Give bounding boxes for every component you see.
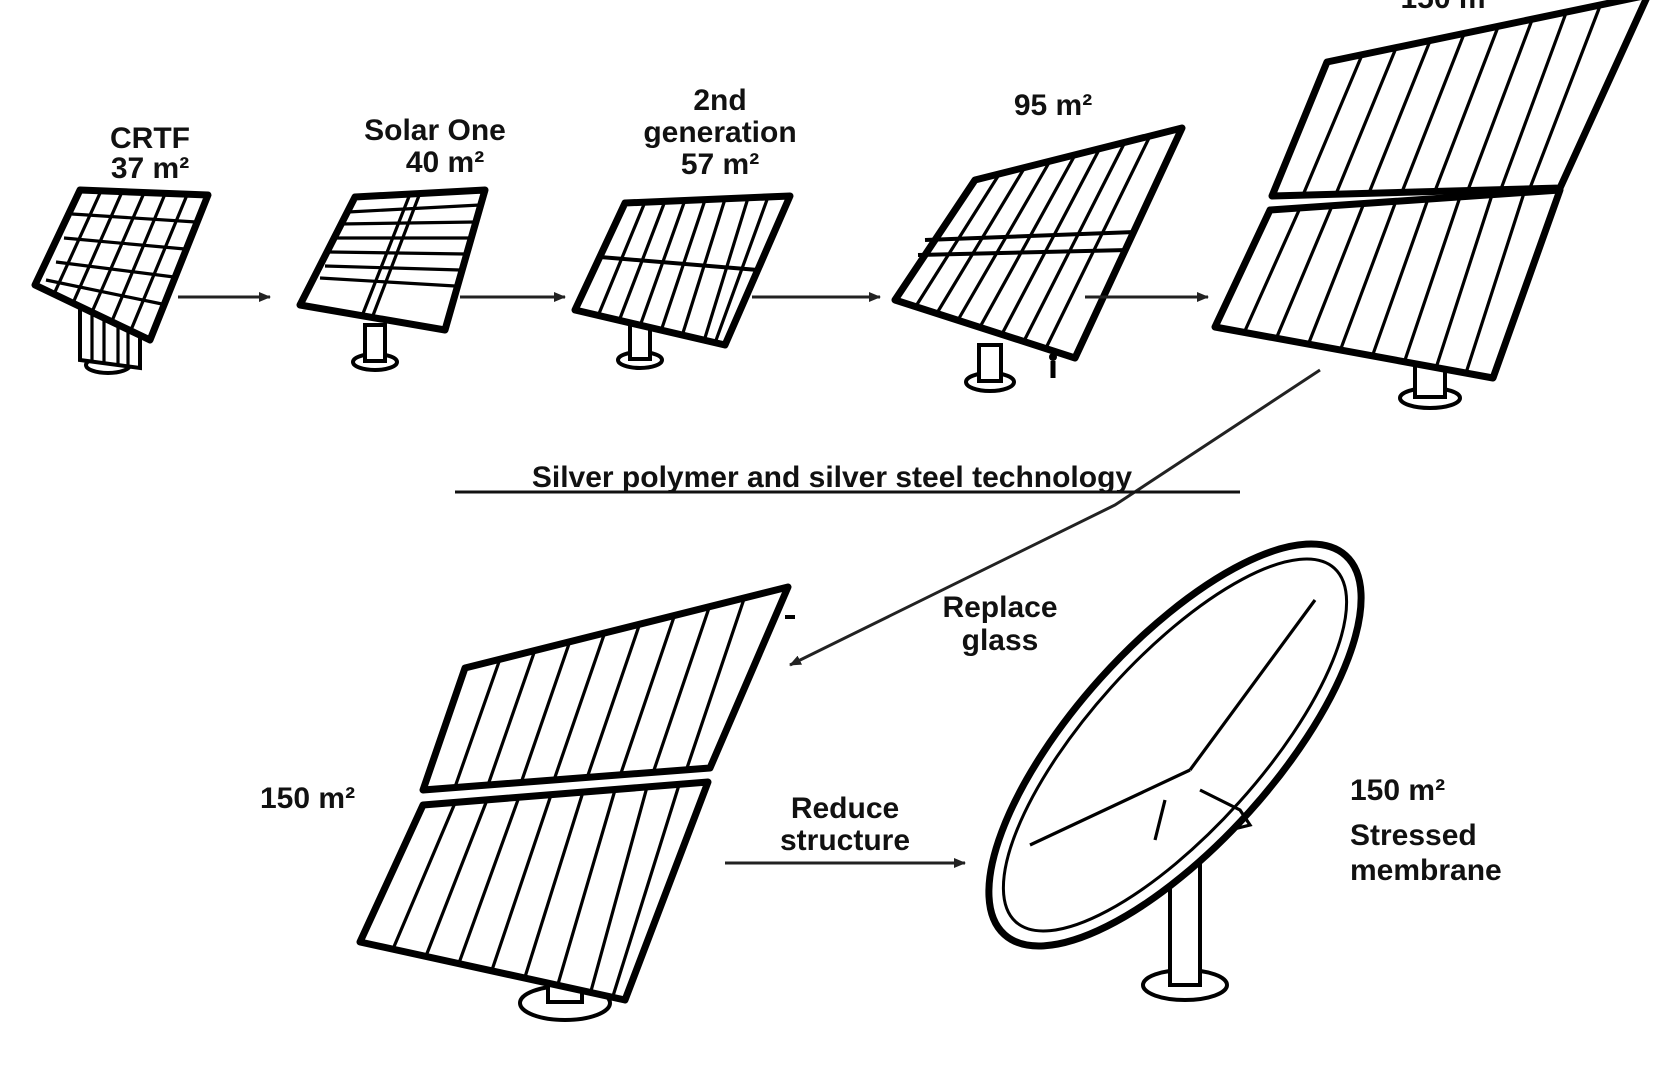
solar-one-name-label: Solar One <box>364 114 506 147</box>
second-generation-heliostat <box>571 192 794 370</box>
second-gen-area-label: 57 m² <box>681 148 759 181</box>
membrane-area-label: 150 m² <box>1350 774 1445 807</box>
solar-one-area-label: 40 m² <box>406 146 484 179</box>
technology-caption: Silver polymer and silver steel technolo… <box>532 461 1133 494</box>
person-scale-icon <box>1049 353 1057 378</box>
membrane-line2-label: membrane <box>1350 854 1502 887</box>
stressed-membrane-heliostat <box>985 540 1365 1002</box>
reduce-structure-line1-label: Reduce <box>791 792 899 825</box>
solar-one-heliostat <box>296 186 489 372</box>
replace-glass-line1-label: Replace <box>942 591 1057 624</box>
heliostat-150-bottom-area-label: 150 m² <box>260 782 355 815</box>
heliostat-95-area-label: 95 m² <box>1014 89 1092 122</box>
arrow-replace-glass <box>789 368 1321 667</box>
membrane-line1-label: Stressed <box>1350 819 1477 852</box>
heliostat-150m2-silver <box>356 583 795 1022</box>
crtf-area-label: 37 m² <box>111 152 189 185</box>
second-gen-line2-label: generation <box>643 116 796 149</box>
second-gen-line1-label: 2nd <box>693 84 746 117</box>
reduce-structure-line2-label: structure <box>780 824 910 857</box>
heliostat-150-top-area-label: 150 m² <box>1400 0 1495 15</box>
heliostat-95m2 <box>891 124 1186 393</box>
crtf-heliostat <box>31 186 212 375</box>
crtf-name-label: CRTF <box>110 122 190 155</box>
heliostat-150m2-glass <box>1211 0 1650 410</box>
replace-glass-line2-label: glass <box>962 624 1039 657</box>
